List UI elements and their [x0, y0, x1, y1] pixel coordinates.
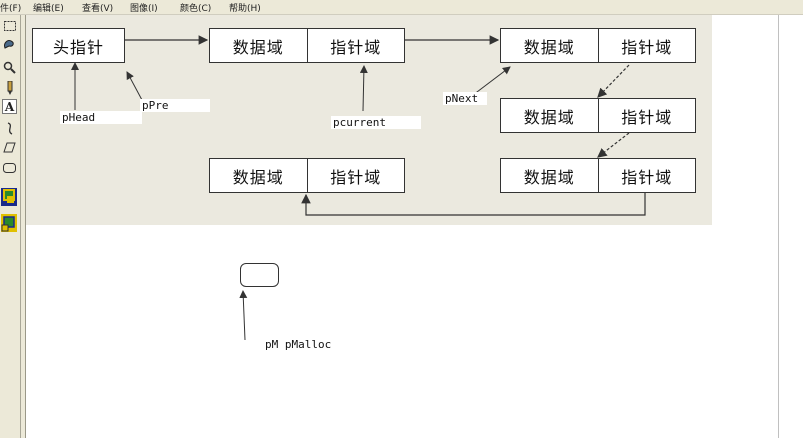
label-pMalloc: pM pMalloc: [263, 338, 334, 351]
drawing-canvas[interactable]: 头指针 数据域 指针域 数据域 指针域 数据域 指针域 数据域 指针域 数据域 …: [26, 15, 777, 438]
list-node-5: 数据域 指针域: [209, 158, 405, 193]
menu-help[interactable]: 帮助(H): [229, 4, 261, 14]
data-field: 数据域: [232, 37, 284, 57]
canvas-scroll-area[interactable]: [778, 15, 803, 438]
arrow-pMalloc: [239, 290, 248, 341]
list-node-2: 数据域 指针域: [500, 28, 696, 63]
menu-view[interactable]: 查看(V): [82, 4, 114, 14]
magnifier-icon[interactable]: [2, 60, 17, 75]
color-swatch-secondary-icon[interactable]: [0, 213, 18, 233]
menu-colors[interactable]: 颜色(C): [180, 4, 212, 14]
arrow-pPre: [126, 71, 143, 101]
arrow-node3-to-node4: [597, 132, 630, 158]
data-field: 数据域: [523, 107, 575, 127]
list-node-4: 数据域 指针域: [500, 158, 696, 193]
list-node-3: 数据域 指针域: [500, 98, 696, 133]
label-pcurrent: pcurrent: [331, 116, 421, 129]
data-field: 数据域: [523, 167, 575, 187]
menu-bar: 件(F) 编辑(E) 查看(V) 图像(I) 颜色(C) 帮助(H): [0, 0, 803, 15]
arrow-node4-to-node5: [301, 193, 646, 216]
pointer-field: 指针域: [306, 29, 405, 62]
curve-icon[interactable]: [2, 121, 17, 136]
color-swatch-primary-icon[interactable]: [0, 187, 18, 207]
head-pointer-box: 头指针: [32, 28, 125, 63]
pencil-icon[interactable]: [2, 80, 17, 95]
data-field: 数据域: [232, 167, 284, 187]
pointer-field: 指针域: [597, 99, 696, 132]
menu-edit[interactable]: 编辑(E): [33, 4, 64, 14]
data-field: 数据域: [523, 37, 575, 57]
free-select-icon[interactable]: [2, 36, 17, 51]
list-node-1: 数据域 指针域: [209, 28, 405, 63]
label-pPre: pPre: [140, 99, 210, 112]
toolbox: A: [0, 15, 21, 438]
menu-image[interactable]: 图像(I): [130, 4, 158, 14]
arrow-node2-to-node3: [597, 64, 630, 98]
select-rect-icon[interactable]: [2, 18, 17, 33]
rounded-rect-icon[interactable]: [2, 160, 17, 175]
arrow-pNext: [472, 66, 511, 96]
menu-file[interactable]: 件(F): [0, 4, 22, 14]
label-pHead: pHead: [60, 111, 142, 124]
pointer-field: 指针域: [597, 29, 696, 62]
head-pointer-label: 头指针: [52, 37, 104, 57]
toolbox-divider: [21, 15, 26, 438]
polygon-icon[interactable]: [2, 140, 17, 155]
arrows-layer: [71, 35, 646, 341]
pointer-field: 指针域: [597, 159, 696, 192]
pointer-field: 指针域: [306, 159, 405, 192]
label-pNext: pNext: [443, 92, 487, 105]
text-icon[interactable]: A: [2, 99, 17, 114]
arrow-pcurrent: [359, 65, 368, 112]
allocated-node-shape: [240, 263, 279, 287]
